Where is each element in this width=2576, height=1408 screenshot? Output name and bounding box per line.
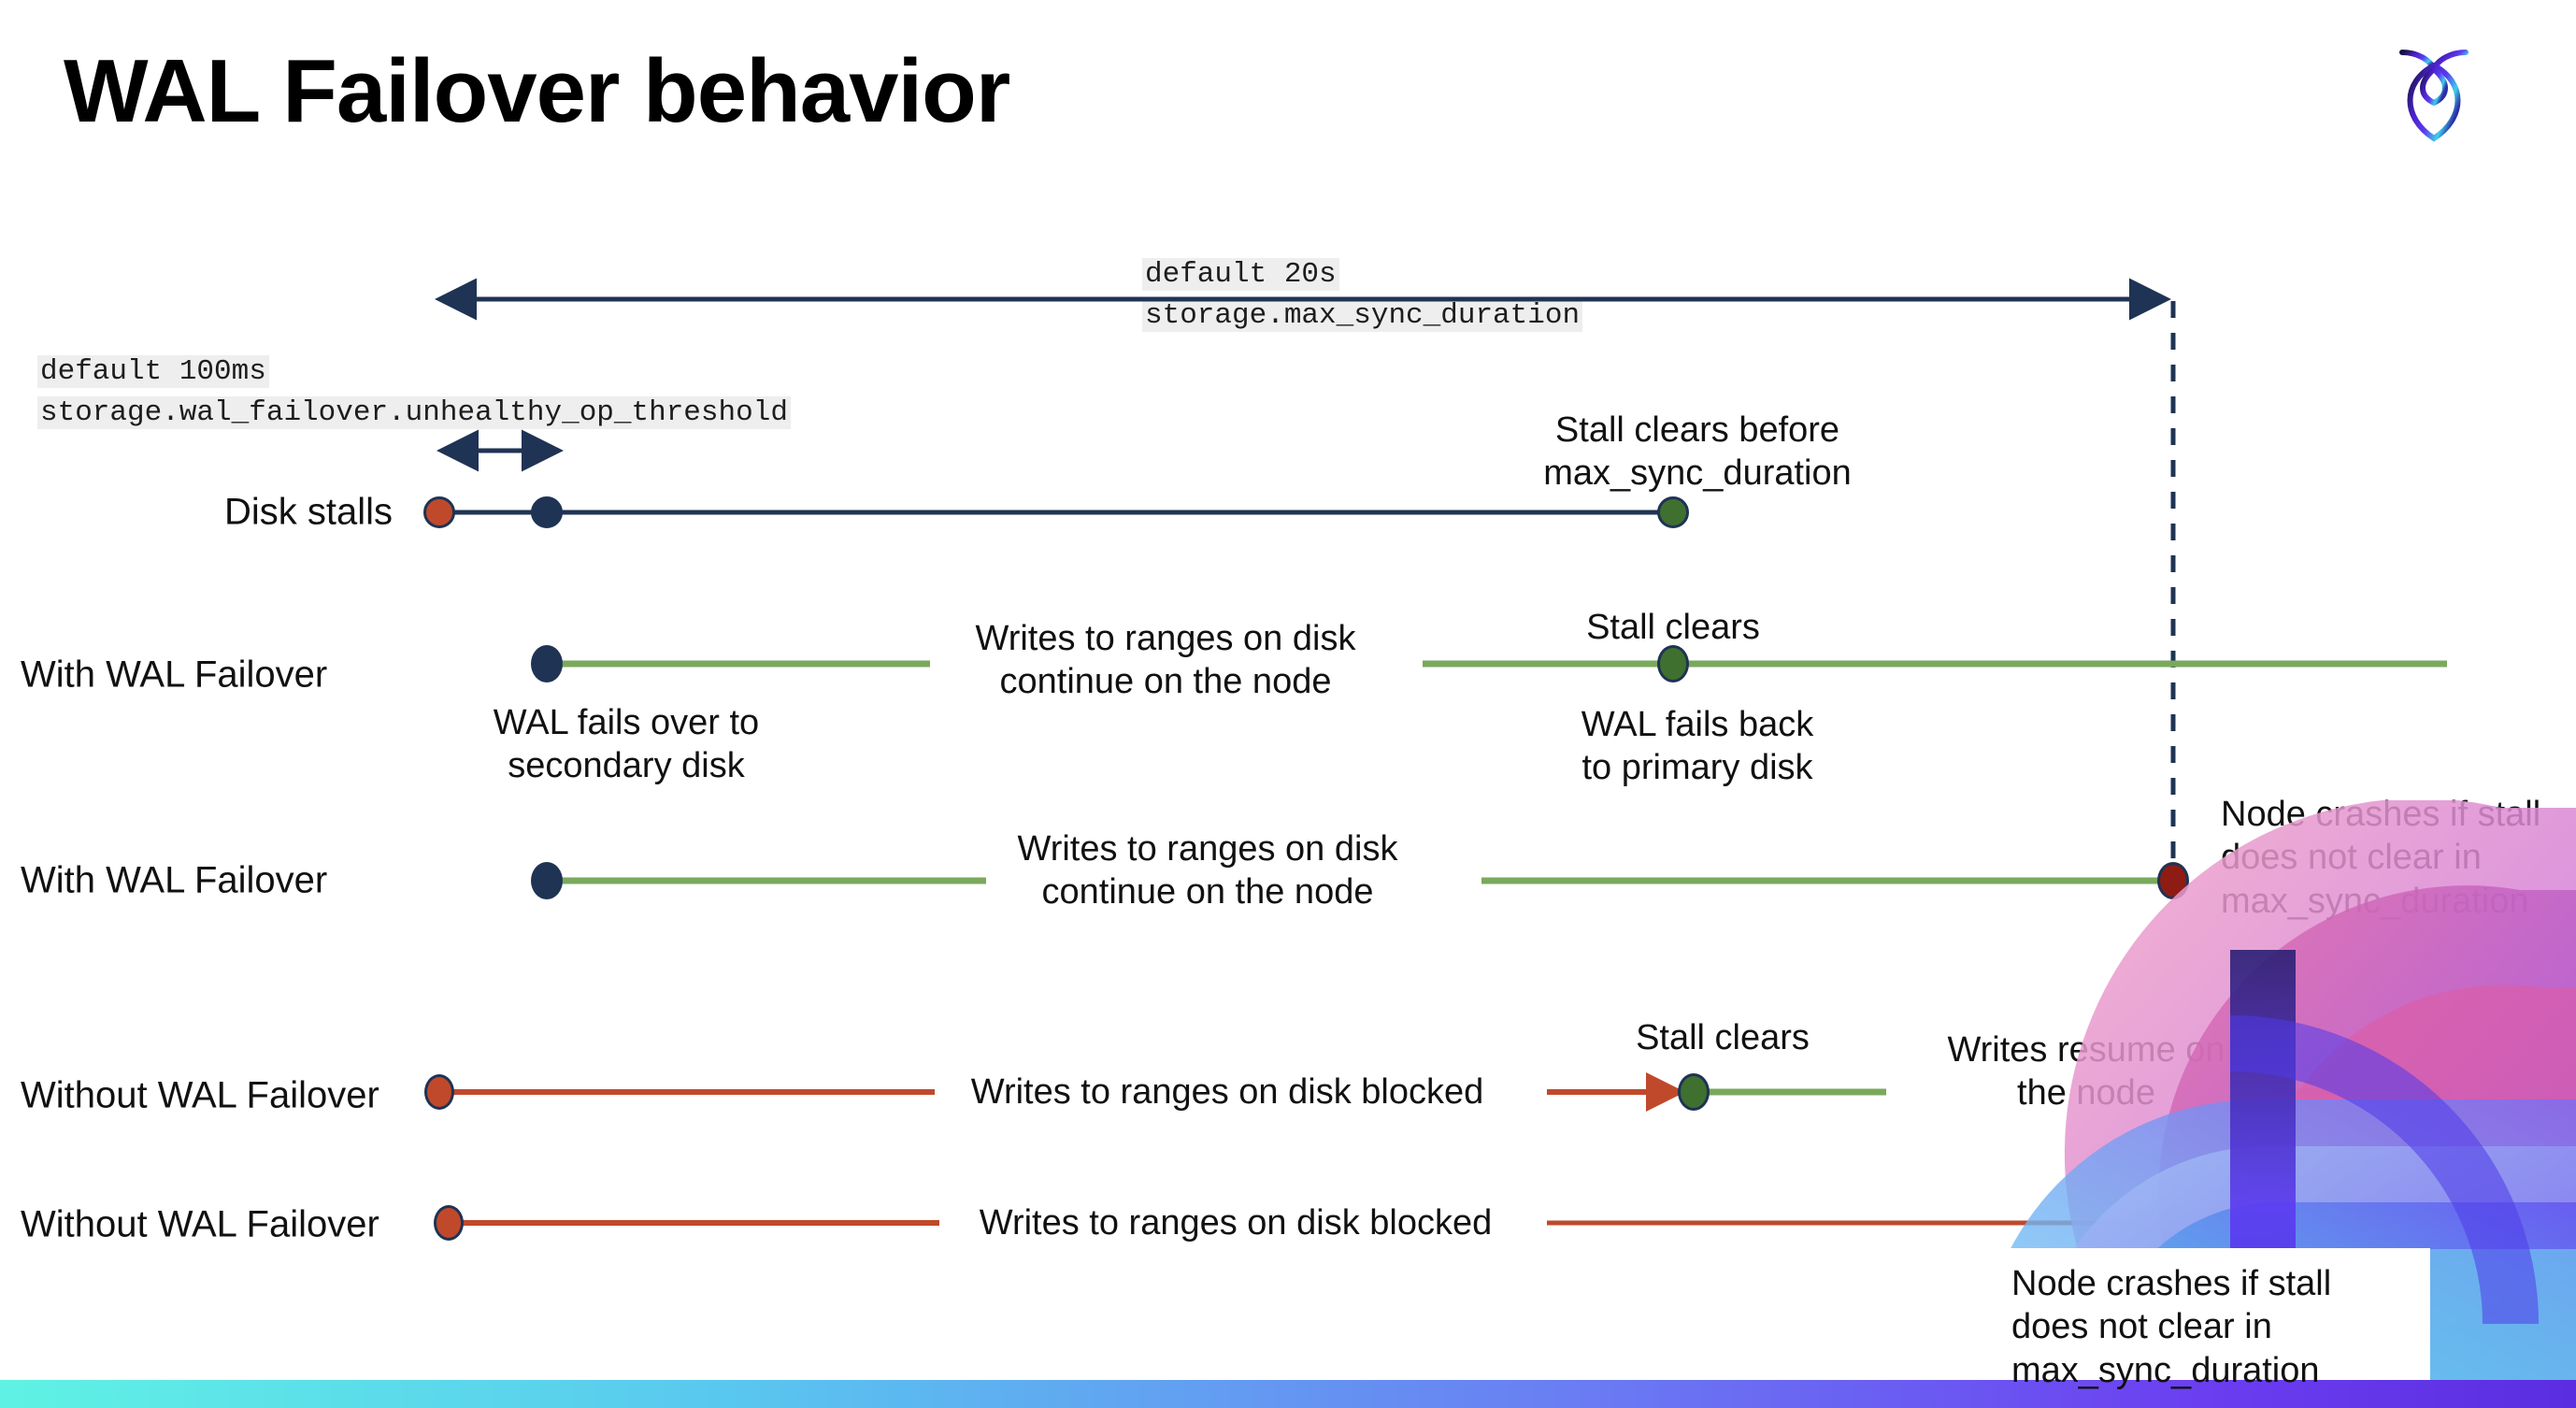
row5-stall-start-dot — [434, 1205, 464, 1241]
annot-row4-writes-blocked: Writes to ranges on disk blocked — [970, 1072, 1484, 1112]
row3-node-crash-dot — [2157, 862, 2189, 899]
annot-row5-node-crashes: Node crashes if stall does not clear in … — [2011, 1264, 2332, 1390]
row-label-without-wal-failover-2: Without WAL Failover — [21, 1203, 379, 1245]
annot-row2-writes-continue: Writes to ranges on disk continue on the… — [975, 619, 1356, 702]
row5-orange-segment — [449, 1220, 939, 1226]
unhealthy-op-threshold-setting: default 100ms storage.wal_failover.unhea… — [37, 352, 791, 434]
unhealthy-op-default-label: default 100ms — [37, 355, 269, 388]
annot-row4-stall-clears: Stall clears — [1636, 1018, 1810, 1057]
row4-green-segment-right — [2288, 1088, 2454, 1096]
row2-green-segment-right — [1423, 660, 2447, 668]
row2-failover-dot — [531, 645, 563, 682]
bottom-gradient-bar — [0, 1380, 2576, 1408]
row1-navy-segment — [439, 510, 1673, 515]
row1-stall-cleared-dot — [1657, 496, 1689, 528]
annot-row3-writes-continue: Writes to ranges on disk continue on the… — [1017, 829, 1398, 912]
row2-green-segment-left — [547, 660, 930, 668]
row4-orange-segment — [439, 1089, 935, 1095]
unhealthy-op-setting-label: storage.wal_failover.unhealthy_op_thresh… — [37, 396, 791, 429]
cockroach-labs-logo — [2378, 28, 2490, 159]
annot-row3-node-crashes: Node crashes if stall does not clear in … — [2221, 795, 2541, 921]
max-sync-default-label: default 20s — [1142, 258, 1339, 291]
annot-row2-wal-fails-back: WAL fails back to primary disk — [1581, 705, 1814, 788]
max-sync-setting-label: storage.max_sync_duration — [1142, 299, 1583, 332]
row3-failover-dot — [531, 862, 563, 899]
row2-stall-cleared-dot — [1657, 645, 1689, 682]
row-label-with-wal-failover-1: With WAL Failover — [21, 654, 328, 696]
max-sync-duration-setting: default 20s storage.max_sync_duration — [1142, 254, 1583, 337]
row-label-without-wal-failover-1: Without WAL Failover — [21, 1074, 379, 1116]
row1-stall-start-dot — [423, 496, 455, 528]
row4-stall-start-dot — [424, 1074, 454, 1110]
row1-stall-detected-dot — [531, 496, 563, 528]
row-label-disk-stalls: Disk stalls — [223, 491, 393, 533]
annot-row2-stall-clears: Stall clears — [1586, 608, 1760, 647]
annot-row2-wal-fails-over: WAL fails over to secondary disk — [493, 703, 760, 786]
annot-row5-writes-blocked: Writes to ranges on disk blocked — [979, 1203, 1493, 1243]
row3-green-segment-right — [1481, 877, 2173, 884]
annot-stall-clears-before-max-sync: Stall clears before max_sync_duration — [1543, 410, 1852, 494]
row3-green-segment-left — [547, 877, 986, 884]
annot-row4-writes-resume: Writes resume on the node — [1947, 1030, 2225, 1113]
page-title: WAL Failover behavior — [64, 41, 1010, 141]
row4-green-segment-mid — [1699, 1088, 1886, 1096]
row-label-with-wal-failover-2: With WAL Failover — [21, 859, 328, 901]
row4-stall-cleared-dot — [1678, 1073, 1710, 1111]
row5-node-crash-dot — [2158, 1205, 2188, 1241]
